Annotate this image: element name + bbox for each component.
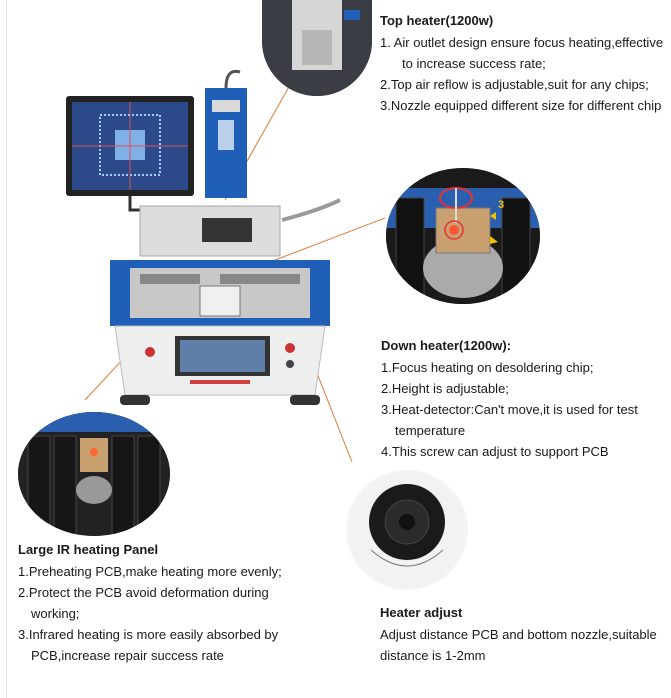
ir-panel-item: 2.Protect the PCB avoid deformation duri…: [18, 585, 269, 600]
down-heater-leader: [269, 217, 386, 263]
top-heater-item: 1. Air outlet design ensure focus heatin…: [380, 35, 664, 50]
down-heater-item: 1.Focus heating on desoldering chip;: [381, 360, 594, 375]
ir-panel-item: 1.Preheating PCB,make heating more evenl…: [18, 564, 282, 579]
ir-panel-item: 3.Infrared heating is more easily absorb…: [18, 627, 279, 642]
heater-adjust-item: Adjust distance PCB and bottom nozzle,su…: [380, 627, 657, 642]
heater-adjust-knob-image: [346, 470, 468, 590]
heater-adjust-item: distance is 1-2mm: [380, 648, 486, 663]
left-divider-line: [6, 0, 7, 698]
top-heater-detail-image: [262, 0, 372, 96]
heater-adjust-title: Heater adjust: [380, 605, 463, 620]
down-heater-item: temperature: [395, 423, 466, 438]
top-heater-item: to increase success rate;: [402, 56, 546, 71]
ir-panel-item: working;: [31, 606, 80, 621]
down-heater-item: 4.This screw can adjust to support PCB: [381, 444, 609, 459]
down-heater-item: 3.Heat-detector:Can't move,it is used fo…: [381, 402, 638, 417]
down-heater-item: 2.Height is adjustable;: [381, 381, 509, 396]
top-heater-item: 2.Top air reflow is adjustable,suit for …: [380, 77, 649, 92]
down-heater-detail-image: 3: [386, 168, 540, 304]
rework-station-machine: [60, 60, 360, 420]
top-heater-title: Top heater(1200w): [380, 13, 494, 28]
ir-panel-item: PCB,increase repair success rate: [31, 648, 224, 663]
heat-detector-marker: 3: [498, 199, 504, 211]
ir-panel-detail-image: [18, 412, 170, 536]
down-heater-title: Down heater(1200w):: [381, 338, 512, 353]
top-heater-item: 3.Nozzle equipped different size for dif…: [380, 98, 662, 113]
ir-panel-title: Large IR heating Panel: [18, 542, 159, 557]
